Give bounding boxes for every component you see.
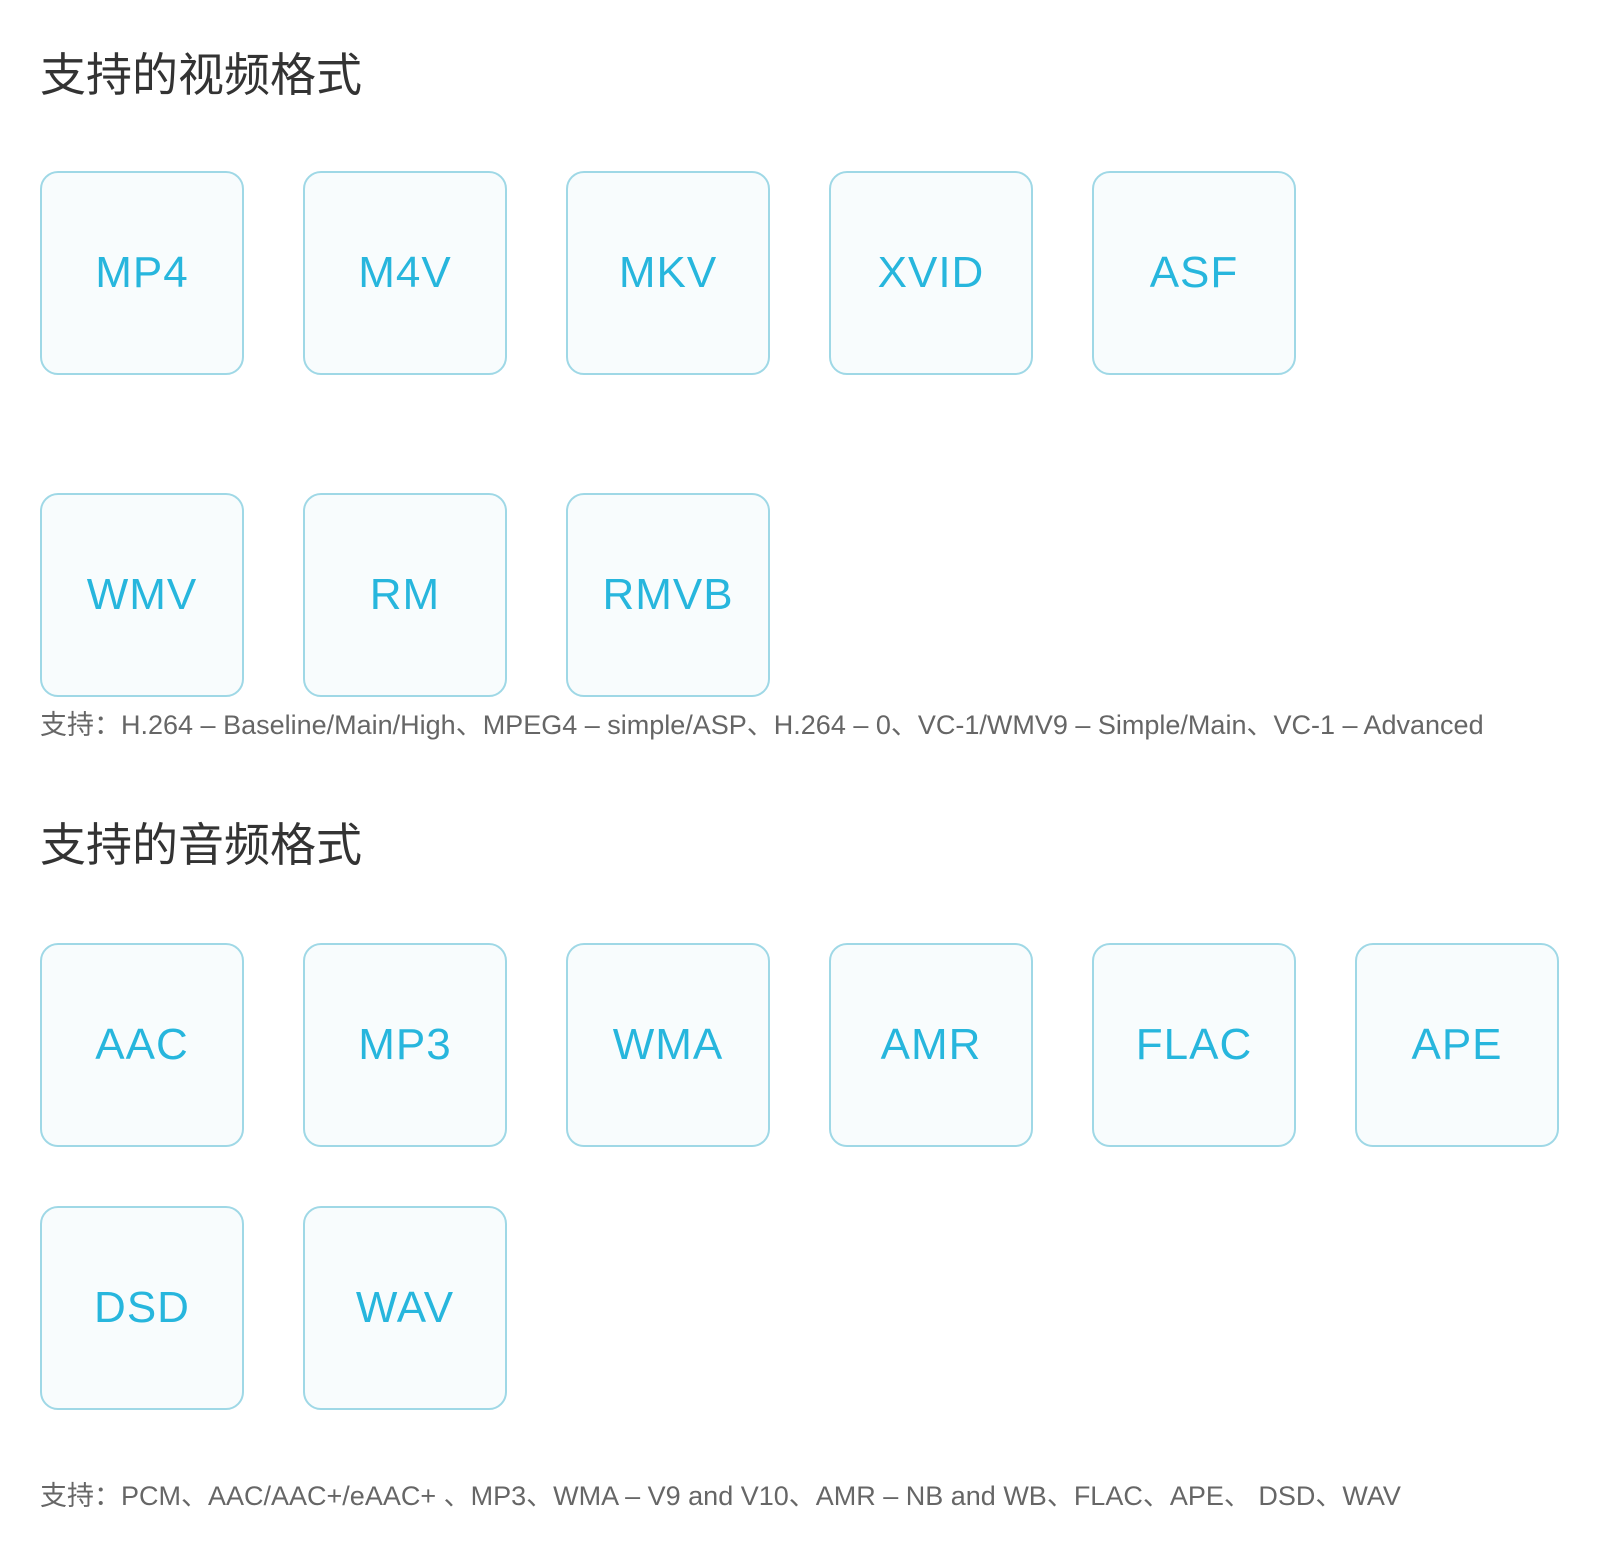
format-tile-m4v: M4V bbox=[303, 171, 507, 375]
format-label: WMV bbox=[86, 570, 198, 619]
format-tile-flac: FLAC bbox=[1092, 943, 1296, 1147]
format-label: AMR bbox=[880, 1020, 982, 1069]
format-label: DSD bbox=[94, 1283, 190, 1332]
audio-formats-title: 支持的音频格式 bbox=[40, 818, 362, 872]
format-tile-wav: WAV bbox=[303, 1206, 507, 1410]
format-tile-ape: APE bbox=[1355, 943, 1559, 1147]
video-note-prefix: 支持： bbox=[40, 710, 121, 741]
format-tile-asf: ASF bbox=[1092, 171, 1296, 375]
format-tile-mkv: MKV bbox=[566, 171, 770, 375]
format-tile-wmv: WMV bbox=[40, 493, 244, 697]
format-label: XVID bbox=[877, 248, 985, 297]
video-formats-grid: MP4 M4V MKV XVID ASF WMV RM RMVB bbox=[40, 171, 1620, 697]
format-label: RM bbox=[369, 570, 441, 619]
format-tile-xvid: XVID bbox=[829, 171, 1033, 375]
audio-note-text: PCM、AAC/AAC+/eAAC+ 、MP3、WMA – V9 and V10… bbox=[121, 1481, 1401, 1511]
format-label: RMVB bbox=[602, 570, 734, 619]
video-support-note: 支持：H.264 – Baseline/Main/High、MPEG4 – si… bbox=[40, 709, 1484, 742]
format-tile-rm: RM bbox=[303, 493, 507, 697]
format-tile-amr: AMR bbox=[829, 943, 1033, 1147]
format-label: M4V bbox=[358, 248, 452, 297]
format-tile-dsd: DSD bbox=[40, 1206, 244, 1410]
video-formats-title: 支持的视频格式 bbox=[40, 48, 362, 102]
format-tile-aac: AAC bbox=[40, 943, 244, 1147]
video-note-text: H.264 – Baseline/Main/High、MPEG4 – simpl… bbox=[121, 710, 1484, 740]
format-tile-wma: WMA bbox=[566, 943, 770, 1147]
format-label: FLAC bbox=[1135, 1020, 1253, 1069]
format-label: MKV bbox=[618, 248, 718, 297]
format-label: AAC bbox=[95, 1020, 189, 1069]
format-label: APE bbox=[1411, 1020, 1503, 1069]
audio-note-prefix: 支持： bbox=[40, 1481, 121, 1512]
audio-support-note: 支持：PCM、AAC/AAC+/eAAC+ 、MP3、WMA – V9 and … bbox=[40, 1480, 1401, 1513]
format-tile-mp3: MP3 bbox=[303, 943, 507, 1147]
format-label: WAV bbox=[355, 1283, 455, 1332]
format-label: MP3 bbox=[358, 1020, 452, 1069]
audio-formats-grid: AAC MP3 WMA AMR FLAC APE DSD WAV bbox=[40, 943, 1620, 1410]
format-label: WMA bbox=[612, 1020, 724, 1069]
format-label: MP4 bbox=[95, 248, 189, 297]
format-tile-mp4: MP4 bbox=[40, 171, 244, 375]
format-tile-rmvb: RMVB bbox=[566, 493, 770, 697]
format-label: ASF bbox=[1149, 248, 1239, 297]
